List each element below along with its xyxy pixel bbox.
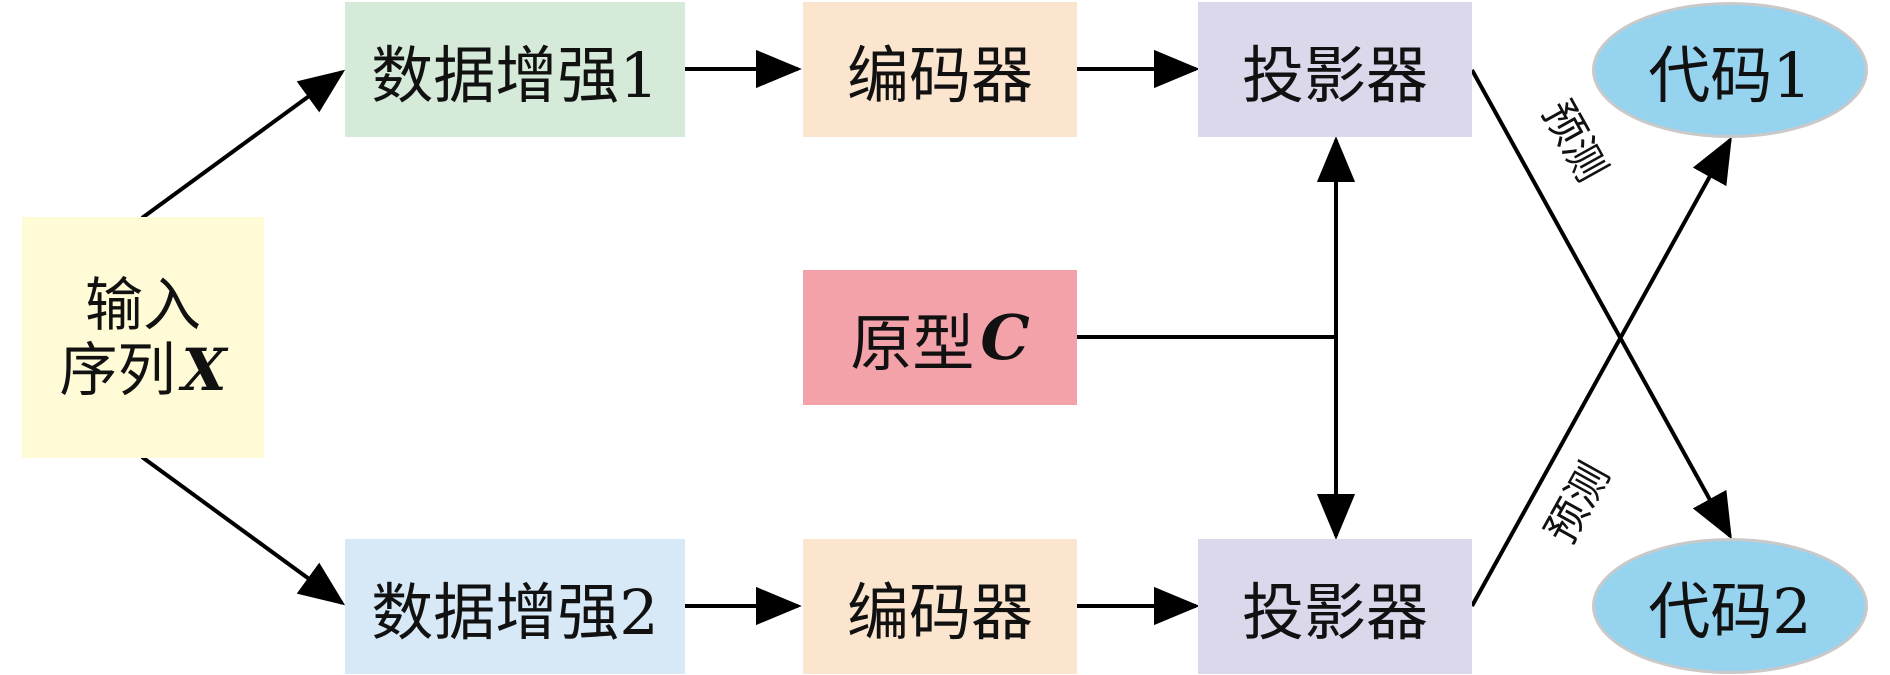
edge-input-aug1: [140, 69, 346, 220]
code-1-node: 代码1: [1592, 2, 1868, 138]
edge-label-predict-top: 预测: [1533, 92, 1617, 189]
projector-2-label: 投影器: [1241, 575, 1428, 649]
augment-1-label: 数据增强1: [371, 38, 659, 112]
code-1-label: 代码1: [1648, 39, 1812, 112]
code-2-label: 代码2: [1648, 575, 1812, 648]
encoder-1-label: 编码器: [846, 38, 1033, 112]
projector-1-node: 投影器: [1198, 2, 1472, 137]
edge-proj1-code2: [1470, 69, 1732, 540]
prototype-label: 原型: [850, 306, 975, 380]
augment-1-node: 数据增强1: [345, 2, 685, 137]
code-2-node: 代码2: [1592, 538, 1868, 674]
edge-proj2-code1: [1470, 136, 1732, 607]
input-symbol: X: [181, 335, 227, 404]
projector-2-node: 投影器: [1198, 539, 1472, 674]
encoder-1-node: 编码器: [803, 2, 1077, 137]
augment-2-node: 数据增强2: [345, 539, 685, 674]
prototype-symbol: C: [980, 301, 1030, 374]
encoder-2-label: 编码器: [846, 575, 1033, 649]
augment-2-label: 数据增强2: [371, 575, 659, 649]
input-line1: 输入: [84, 270, 201, 339]
encoder-2-node: 编码器: [803, 539, 1077, 674]
input-line2-text: 序列: [59, 335, 176, 404]
edge-input-aug2: [140, 455, 346, 606]
projector-1-label: 投影器: [1241, 38, 1428, 112]
